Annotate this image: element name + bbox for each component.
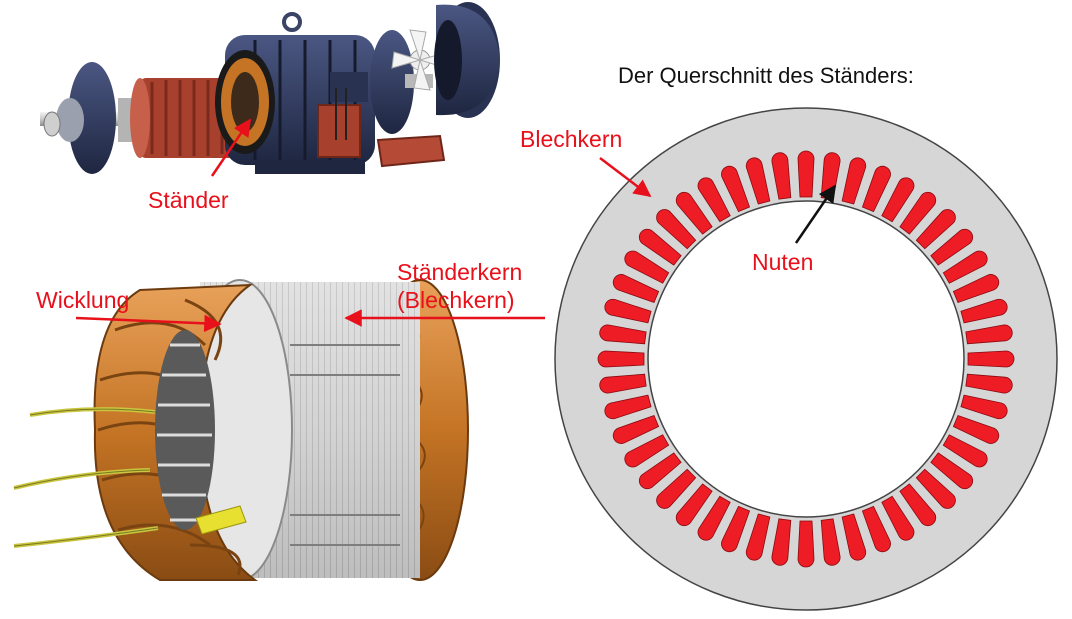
slot	[721, 165, 751, 213]
slot	[930, 452, 974, 490]
slot	[797, 150, 815, 198]
slot	[599, 324, 647, 345]
slot	[942, 434, 988, 468]
slot	[942, 250, 988, 284]
winding-tag	[195, 505, 247, 535]
slot	[599, 373, 647, 394]
slot	[915, 468, 956, 509]
slot	[960, 298, 1008, 324]
staender-arrow	[210, 118, 252, 177]
slot	[841, 513, 867, 561]
slot	[604, 394, 652, 420]
slot	[697, 177, 731, 223]
slot	[965, 373, 1013, 394]
slot	[624, 250, 670, 284]
slot	[861, 505, 891, 553]
slot	[967, 350, 1015, 368]
slot	[745, 157, 771, 205]
blechkern-arrow	[599, 157, 652, 198]
slot	[597, 350, 645, 368]
slot	[797, 520, 815, 568]
slot	[771, 518, 792, 566]
slot	[656, 468, 697, 509]
slot	[675, 191, 713, 235]
wicklung-arrow	[75, 314, 222, 333]
stator-housing	[215, 12, 375, 174]
slot	[915, 209, 956, 250]
stator-winding-illustration	[13, 279, 469, 581]
slots-group	[597, 150, 1015, 568]
stator-cross-section	[554, 107, 1058, 611]
slot	[841, 157, 867, 205]
slot	[930, 228, 974, 266]
slot	[745, 513, 771, 561]
slot	[899, 191, 937, 235]
slot	[612, 274, 660, 304]
slot	[881, 495, 915, 541]
slot	[881, 177, 915, 223]
slot	[638, 452, 682, 490]
fan-cover	[434, 2, 500, 118]
slot	[604, 298, 652, 324]
cross-section-title: Der Querschnitt des Ständers:	[618, 63, 914, 88]
slot	[820, 518, 841, 566]
slot	[952, 274, 1000, 304]
slot	[675, 483, 713, 527]
end-shield-left	[68, 62, 116, 174]
slot	[721, 505, 751, 553]
slot	[952, 414, 1000, 444]
staenderkern-label-line2: (Blechkern)	[397, 287, 515, 313]
slot	[638, 228, 682, 266]
blechkern-label: Blechkern	[520, 126, 622, 152]
motor-exploded-illustration	[40, 2, 500, 174]
slot	[656, 209, 697, 250]
nuten-arrow	[794, 184, 837, 244]
staenderkern-label-line1: Ständerkern	[397, 259, 522, 285]
slot	[899, 483, 937, 527]
slot	[697, 495, 731, 541]
slot	[861, 165, 891, 213]
staender-label: Ständer	[148, 187, 229, 213]
wicklung-label: Wicklung	[36, 287, 129, 313]
slot	[612, 414, 660, 444]
slot	[771, 152, 792, 200]
nuten-label: Nuten	[752, 249, 813, 275]
slot	[965, 324, 1013, 345]
terminal-box-lid	[376, 134, 446, 168]
slot	[624, 434, 670, 468]
slot	[960, 394, 1008, 420]
stator-bore	[155, 330, 215, 530]
stator-bore-circle	[647, 200, 965, 518]
